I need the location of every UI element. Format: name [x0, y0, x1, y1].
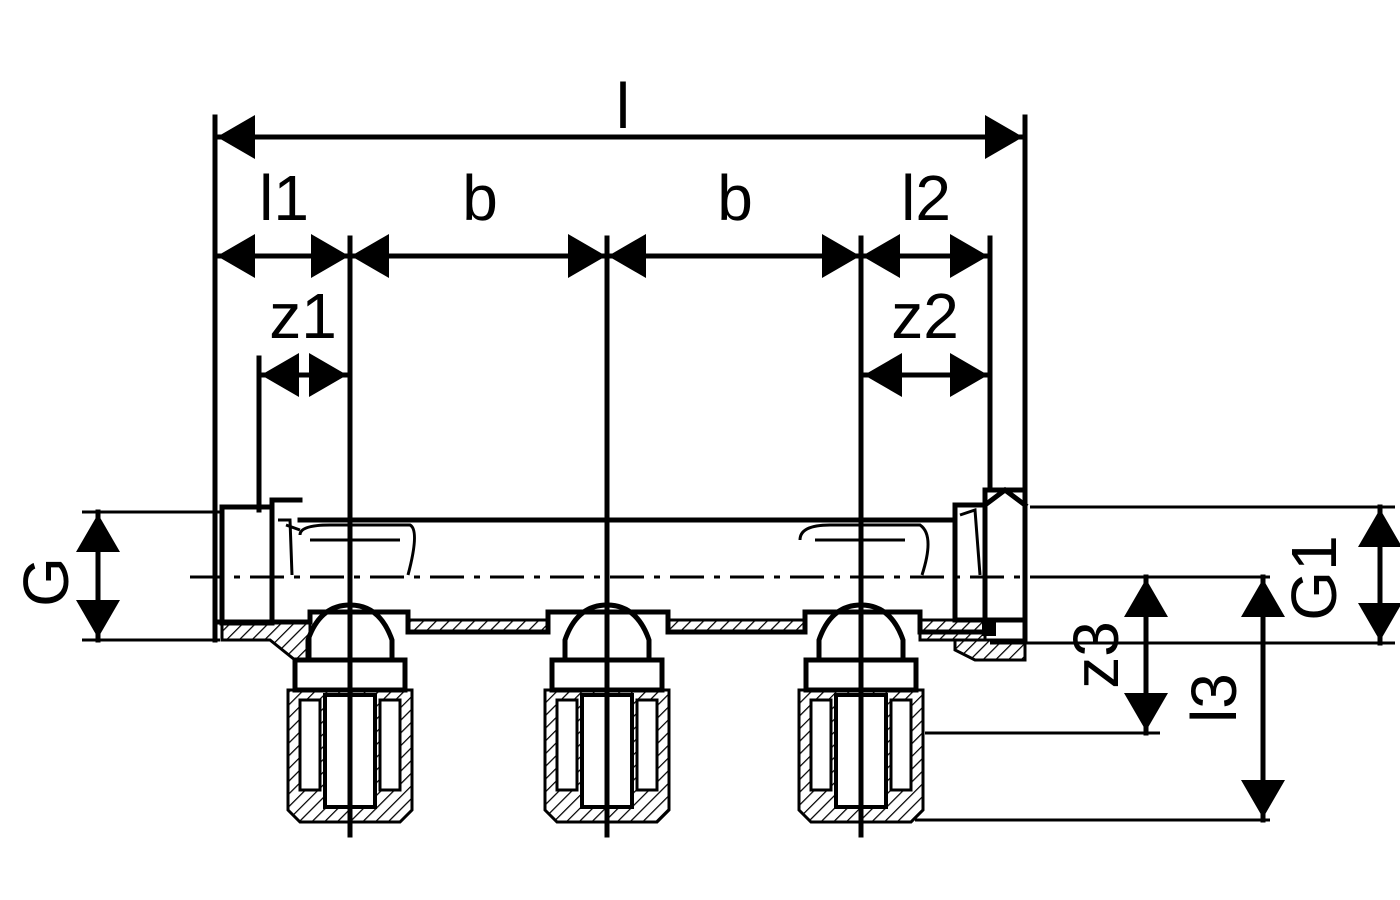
dimension-labels: l l1 b b l2 z1 z2 G G1 z3 l3: [10, 70, 1350, 723]
dimension-line-G1: [1358, 504, 1400, 646]
dimension-line-l3: [1241, 574, 1285, 823]
dimension-line-z1: [256, 353, 352, 397]
label-l2: l2: [901, 162, 951, 234]
label-z1: z1: [269, 280, 337, 352]
label-l3: l3: [1178, 673, 1250, 723]
dimension-line-z2: [859, 353, 993, 397]
label-z2: z2: [891, 280, 959, 352]
label-l1: l1: [259, 162, 309, 234]
dimension-line-G: [76, 509, 120, 643]
outlet-centre-lines: [347, 235, 864, 838]
dimension-line-l1-b-b-l2: [212, 234, 993, 278]
label-G1: G1: [1278, 535, 1350, 620]
label-b-left: b: [462, 162, 498, 234]
manifold-body: [190, 486, 1050, 662]
dimension-line-l: [212, 115, 1028, 159]
label-b-right: b: [717, 162, 753, 234]
label-l: l: [616, 70, 630, 142]
label-z3: z3: [1060, 621, 1132, 689]
dimension-line-z3: [1124, 574, 1168, 736]
label-G: G: [10, 557, 82, 607]
